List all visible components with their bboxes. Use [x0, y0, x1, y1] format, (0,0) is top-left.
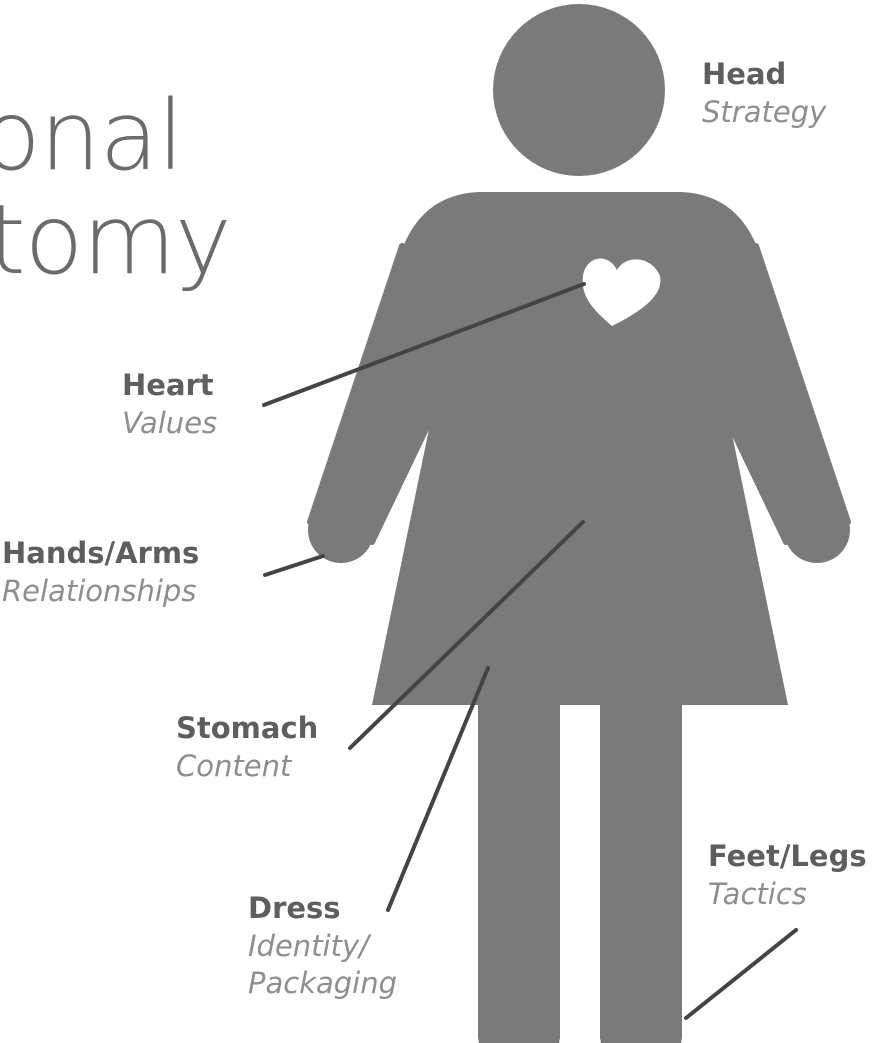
label-hands-meaning: Relationships [2, 573, 199, 611]
label-feet-meaning: Tactics [708, 876, 867, 914]
label-heart-meaning: Values [122, 405, 217, 443]
label-dress-name: Dress [248, 890, 397, 928]
label-hands: Hands/Arms Relationships [2, 535, 199, 610]
label-feet: Feet/Legs Tactics [708, 838, 867, 913]
label-head-meaning: Strategy [702, 94, 826, 132]
label-heart: Heart Values [122, 367, 217, 442]
label-stomach: Stomach Content [176, 710, 318, 785]
label-feet-name: Feet/Legs [708, 838, 867, 876]
label-hands-name: Hands/Arms [2, 535, 199, 573]
figure-left-leg [478, 690, 560, 1043]
hands-leader-line [265, 556, 323, 575]
label-head-name: Head [702, 56, 826, 94]
label-dress-meaning-line1: Identity/ [248, 928, 397, 966]
label-head: Head Strategy [702, 56, 826, 131]
figure-right-leg [600, 690, 682, 1043]
figure-head [493, 4, 665, 176]
label-stomach-name: Stomach [176, 710, 318, 748]
label-heart-name: Heart [122, 367, 217, 405]
figure-left-hand [308, 497, 374, 563]
label-dress-meaning-line2: Packaging [248, 965, 397, 1003]
feet-leader-line [686, 930, 796, 1018]
label-dress: Dress Identity/ Packaging [248, 890, 397, 1003]
figure-right-hand [784, 497, 850, 563]
label-stomach-meaning: Content [176, 748, 318, 786]
